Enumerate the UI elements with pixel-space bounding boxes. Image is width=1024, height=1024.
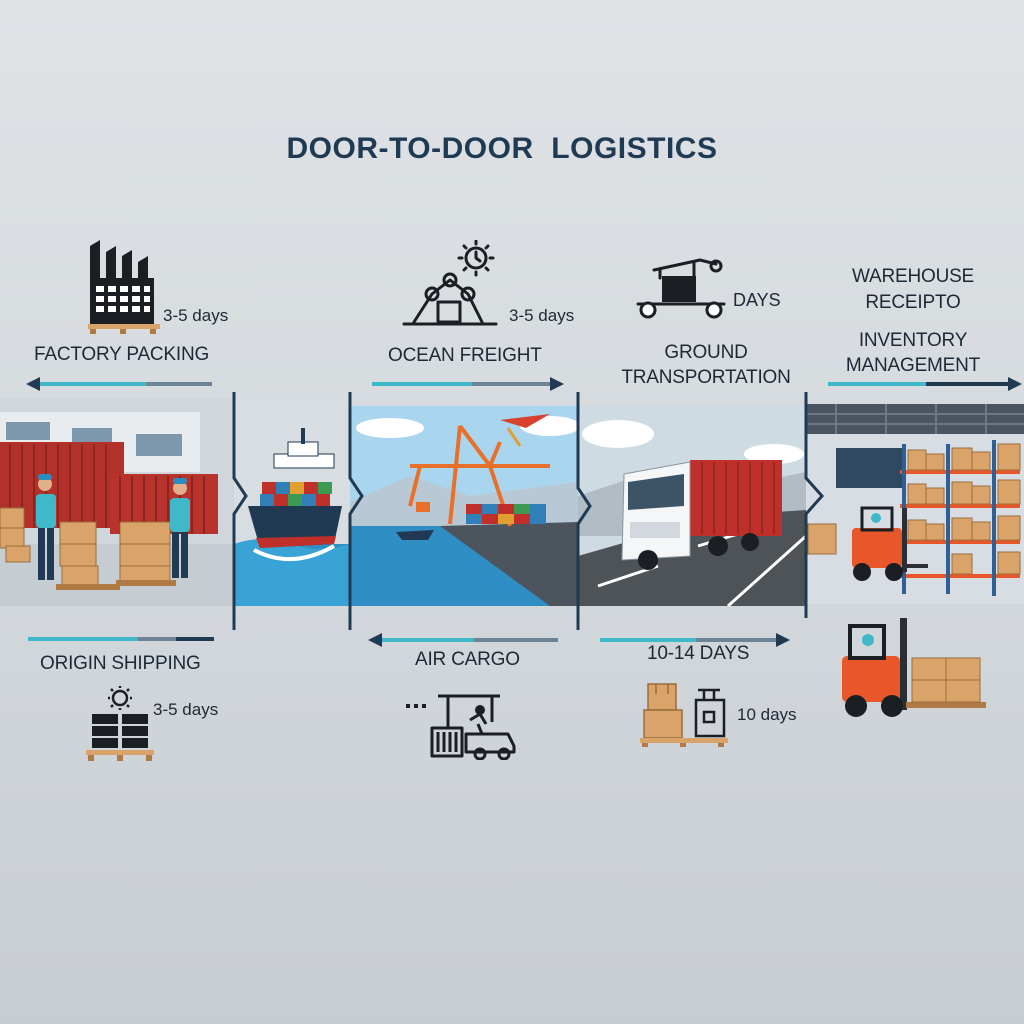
delivery-days-label: 10-14 DAYS: [647, 643, 750, 664]
chevron-divider-icon: [804, 392, 825, 618]
factory-packing-label: FACTORY PACKING: [34, 344, 210, 365]
cargo-loader-icon: [406, 694, 516, 760]
pallet-gear-icon: [86, 686, 154, 761]
air-cargo-label: AIR CARGO: [415, 649, 520, 670]
forklift-icon: [842, 618, 986, 717]
arrow-left-factory: [26, 377, 212, 391]
progress-bar-origin: [28, 637, 214, 641]
chevron-divider-icon: [576, 392, 592, 630]
crane-gear-icon: [402, 240, 498, 326]
origin-shipping-label: ORIGIN SHIPPING: [40, 653, 201, 674]
chevron-divider-icon: [232, 392, 248, 630]
truck-highway-panel: [578, 406, 806, 606]
factory-packing-duration: 3-5 days: [163, 306, 229, 325]
inventory-management-label: INVENTORY MANAGEMENT: [845, 330, 981, 376]
arrow-right-delivery: [600, 633, 790, 647]
origin-shipping-duration: 3-5 days: [153, 700, 219, 719]
boxes-icon: [640, 683, 728, 747]
arrow-right-warehouse: [828, 377, 1022, 391]
truck-icon: [636, 258, 726, 319]
ground-transportation-label: GROUND TRANSPORTATION: [621, 342, 791, 388]
arrow-left-air: [368, 633, 558, 647]
container-ship-panel: [234, 394, 350, 606]
factory-icon: [88, 240, 160, 334]
delivery-duration: 10 days: [737, 705, 797, 724]
chevron-divider-icon: [348, 392, 364, 630]
factory-yard-panel: [0, 398, 234, 606]
warehouse-receipt-label: WAREHOUSE RECEIPTO: [851, 266, 975, 313]
arrow-right-ocean: [372, 377, 564, 391]
page-title: DOOR-TO-DOOR LOGISTICS: [286, 132, 718, 165]
ocean-freight-duration: 3-5 days: [509, 306, 575, 325]
ocean-freight-label: OCEAN FREIGHT: [388, 345, 542, 366]
port-crane-panel: [350, 406, 578, 606]
ground-duration: DAYS: [733, 290, 781, 310]
warehouse-panel: [806, 404, 1024, 604]
